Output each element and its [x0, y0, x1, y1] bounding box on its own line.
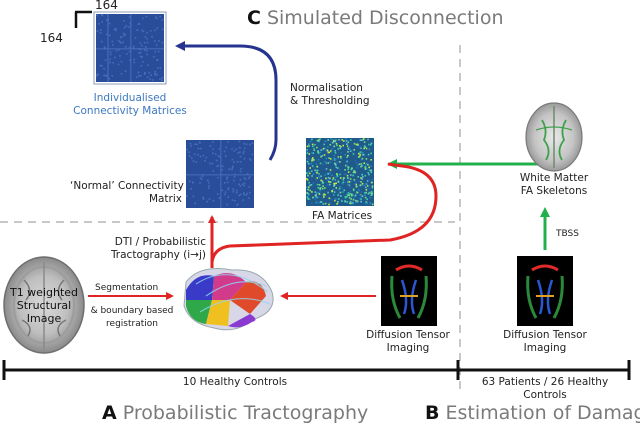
matrix-cols-label: 164	[95, 0, 118, 12]
matrix-rows-label: 164	[40, 31, 63, 45]
dti-tract-icon	[381, 256, 437, 326]
dti-tract-icon-right	[517, 256, 573, 326]
t1-label: T1 weighted Structural Image	[2, 286, 86, 325]
dti-right-line1: Diffusion Tensor	[503, 329, 587, 341]
normalisation-line1: Normalisation	[290, 82, 363, 94]
normal-line1: ‘Normal’ Connectivity	[70, 180, 184, 192]
timeline-left-label: 10 Healthy Controls	[182, 376, 288, 388]
normalisation-line2: & Thresholding	[290, 95, 370, 107]
brain-mri-icon	[3, 256, 85, 354]
dti-tractography-label: DTI / Probabilistic Tractography (i→j)	[94, 236, 206, 262]
boundary-registration-label: & boundary based registration	[86, 305, 178, 331]
individualised-matrix	[96, 14, 164, 82]
individualised-line2: Connectivity Matrices	[73, 105, 187, 117]
t1-line1: T1 weighted	[9, 286, 79, 299]
section-b-letter: B	[425, 402, 440, 424]
individualised-label: Individualised Connectivity Matrices	[70, 92, 190, 118]
t1-line2: Structural	[16, 299, 72, 312]
normal-matrix-label: ‘Normal’ Connectivity Matrix	[70, 180, 184, 206]
dti-right-label: Diffusion Tensor Imaging	[495, 329, 595, 355]
normal-line2: Matrix	[148, 193, 182, 205]
normalisation-arrow	[175, 41, 278, 161]
dti-left-line1: Diffusion Tensor	[366, 329, 450, 341]
section-b-title: Estimation of Damage	[445, 402, 640, 424]
fa-skeleton-icon	[525, 102, 583, 172]
segmentation-label: Segmentation	[95, 283, 159, 293]
section-a-letter: A	[102, 402, 117, 424]
section-c-letter: C	[247, 7, 261, 29]
dti-left-line2: Imaging	[386, 342, 430, 354]
wm-line2: FA Skeletons	[520, 185, 588, 197]
brain-parcellation-icon	[183, 268, 274, 331]
t1-line3: Image	[26, 312, 62, 325]
fa-matrix	[306, 138, 374, 206]
boundary-line2: registration	[106, 319, 158, 329]
wm-skeleton-label: White Matter FA Skeletons	[502, 172, 606, 198]
normalisation-label: Normalisation & Thresholding	[290, 82, 370, 108]
tbss-label: TBSS	[556, 229, 579, 239]
individualised-line1: Individualised	[93, 92, 167, 104]
matrix-frame	[93, 11, 167, 85]
normal-connectivity-matrix	[186, 140, 254, 208]
fa-matrices-label: FA Matrices	[312, 210, 373, 222]
dti-line1: DTI / Probabilistic	[114, 236, 206, 248]
dti-line2: Tractography (i→j)	[110, 249, 206, 261]
boundary-line1: & boundary based	[90, 306, 174, 316]
section-c-title: Simulated Disconnection	[266, 7, 504, 29]
timeline-right-line2: Controls	[523, 389, 567, 401]
section-a-title: Probabilistic Tractography	[122, 402, 369, 424]
dti-to-fa-curve	[210, 162, 438, 268]
dti-right-line2: Imaging	[523, 342, 567, 354]
dti-left-label: Diffusion Tensor Imaging	[358, 329, 458, 355]
timeline-right-line1: 63 Patients / 26 Healthy	[481, 376, 609, 388]
timeline-right-label: 63 Patients / 26 Healthy Controls	[470, 376, 620, 402]
wm-line1: White Matter	[519, 172, 589, 184]
